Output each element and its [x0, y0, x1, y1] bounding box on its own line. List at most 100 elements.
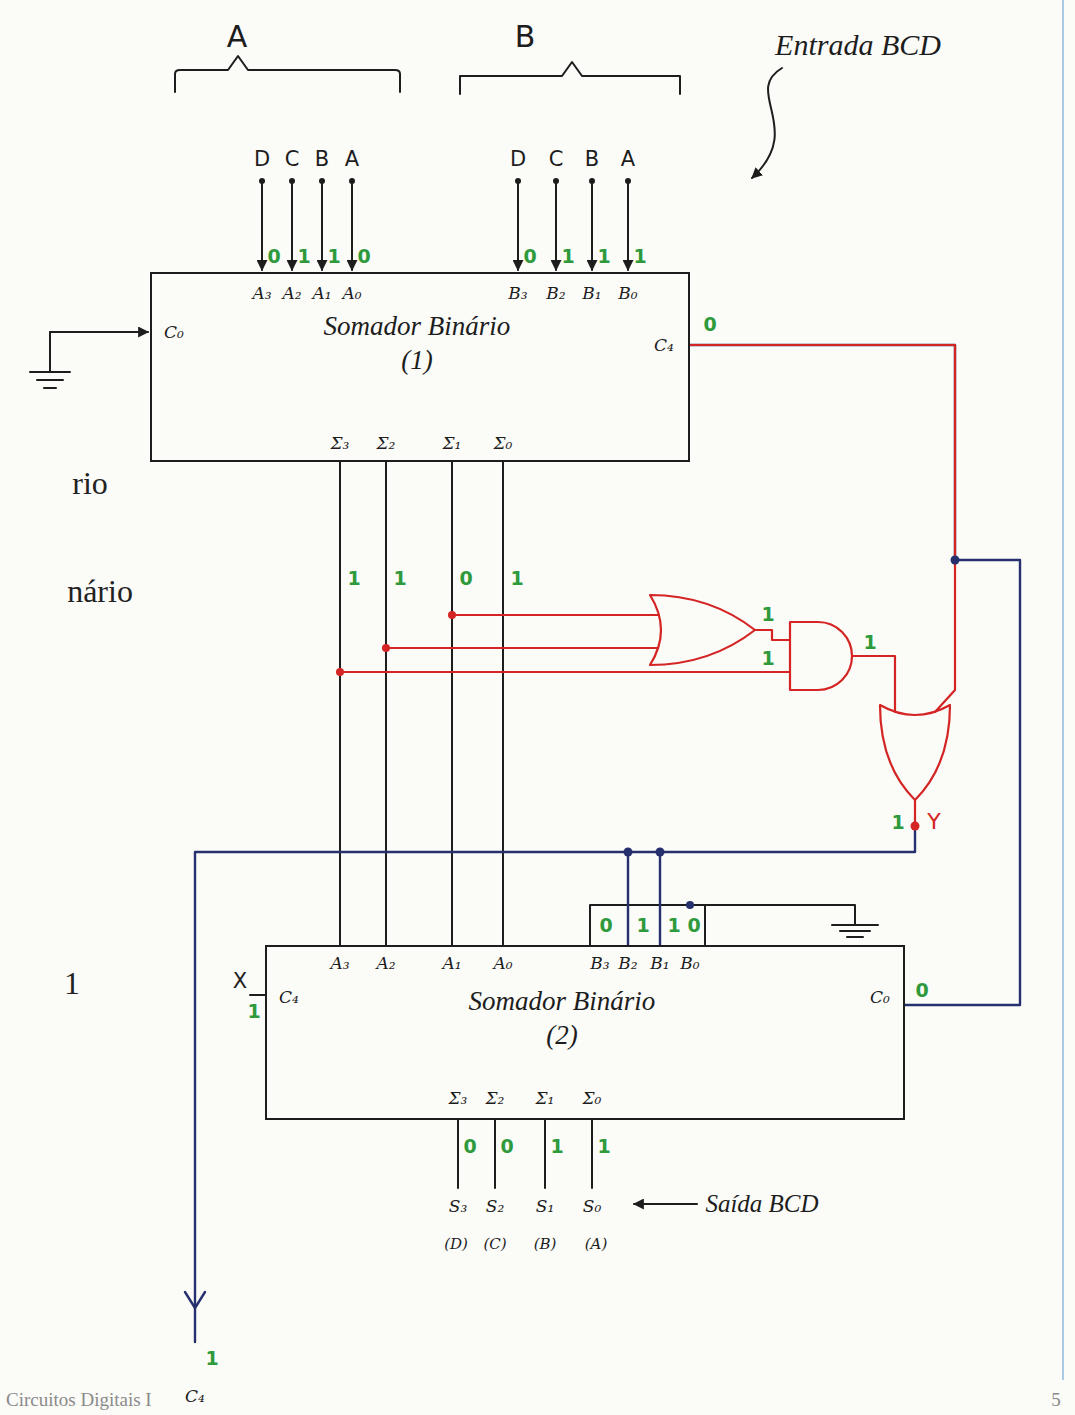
- footer-text: 5: [1051, 1390, 1061, 1411]
- pin-name: A₀: [342, 284, 361, 303]
- pin-name: C₄: [654, 336, 674, 355]
- callout-arrow: [752, 68, 782, 178]
- bit-value: 0: [523, 246, 536, 267]
- bit-value: 1: [345, 568, 362, 589]
- callout-arrow: [634, 1203, 697, 1205]
- footer-text: Circuitos Digitais I: [6, 1390, 152, 1411]
- carry-wire: [195, 826, 915, 1342]
- output-wire: [544, 1120, 546, 1188]
- correction-wire: [659, 852, 661, 945]
- pin-name: B₂: [546, 284, 565, 303]
- pin-name: Σ₀: [494, 434, 513, 453]
- signal-name: A: [621, 148, 635, 171]
- bit-value: 1: [597, 246, 610, 267]
- signal-name: B: [315, 148, 329, 171]
- junction-dot: [656, 848, 665, 857]
- output-wire: [591, 1120, 593, 1188]
- junction-dot: [951, 556, 960, 565]
- carry-arrow: [185, 1292, 205, 1308]
- adder-title: Somador Binário (1): [319, 310, 515, 378]
- signal-name: C: [549, 148, 564, 171]
- input-arrow: [517, 182, 519, 270]
- pin-name: C₄: [279, 988, 299, 1007]
- bit-value: 1: [633, 246, 646, 267]
- pin-name: C₄: [185, 1387, 205, 1406]
- signal-name: C: [285, 148, 300, 171]
- ground-symbol: [30, 332, 70, 388]
- junction-dot: [624, 848, 633, 857]
- input-arrow: [591, 182, 593, 270]
- bit-value: 0: [267, 246, 280, 267]
- input-arrow: [351, 182, 353, 270]
- bit-value: 1: [597, 1136, 610, 1157]
- pin-name: A₂: [376, 954, 395, 973]
- bit-value: 1: [761, 604, 774, 625]
- pin-name: (C): [483, 1236, 506, 1253]
- pin-name: S₂: [486, 1197, 504, 1216]
- bit-value: 0: [687, 915, 700, 936]
- signal-name: X: [233, 970, 247, 993]
- pin-name: B₃: [508, 284, 527, 303]
- signal-name: B: [585, 148, 599, 171]
- input-arrow: [627, 182, 629, 270]
- sum-wire: [385, 462, 387, 945]
- pin-name: S₃: [449, 1197, 467, 1216]
- bit-value: 0: [357, 246, 370, 267]
- sum-wire: [502, 462, 504, 945]
- slide-text: 1: [64, 966, 80, 1001]
- tap-wire: [386, 647, 658, 649]
- signal-name: D: [510, 148, 526, 171]
- pin-name: B₃: [590, 954, 609, 973]
- bit-value: 1: [863, 632, 876, 653]
- pin-name: Σ₃: [449, 1089, 468, 1108]
- gate-wire: [755, 630, 790, 640]
- pin-name: A₁: [442, 954, 461, 973]
- pin-name: A₂: [282, 284, 301, 303]
- junction-dot: [448, 611, 456, 619]
- slide-text: nário: [67, 574, 133, 609]
- or-gate-symbol: [650, 595, 755, 665]
- tap-wire: [340, 671, 790, 673]
- input-arrow: [261, 182, 263, 270]
- bit-value: 0: [599, 915, 612, 936]
- group-label: A: [227, 20, 248, 53]
- bit-value: 0: [703, 314, 716, 335]
- input-dot: [349, 178, 355, 184]
- bit-value: 1: [327, 246, 340, 267]
- input-dot: [289, 178, 295, 184]
- pin-name: (B): [534, 1236, 557, 1253]
- input-dot: [259, 178, 265, 184]
- pin-name: S₀: [583, 1197, 601, 1216]
- bit-value: 1: [391, 568, 408, 589]
- signal-name: Y: [927, 810, 940, 834]
- ground-wire: [50, 331, 148, 333]
- bit-value: 1: [550, 1136, 563, 1157]
- input-dot: [553, 178, 559, 184]
- input-arrow: [291, 182, 293, 270]
- junction-dot: [911, 822, 920, 831]
- tap-wire: [452, 614, 659, 616]
- sum-wire: [339, 462, 341, 945]
- bit-bracket: [590, 905, 705, 945]
- junction-dot: [382, 644, 390, 652]
- junction-dot: [686, 901, 694, 909]
- pin-name: S₁: [536, 1197, 554, 1216]
- pin-name: A₃: [252, 284, 271, 303]
- pin-name: B₀: [618, 284, 637, 303]
- note-text: Entrada BCD: [775, 28, 941, 61]
- input-bracket: [175, 56, 400, 92]
- pin-name: A₀: [493, 954, 512, 973]
- output-wire: [494, 1120, 496, 1188]
- pin-name: B₂: [618, 954, 637, 973]
- pin-name: Σ₂: [377, 434, 396, 453]
- bit-value: 0: [500, 1136, 513, 1157]
- junction-dot: [336, 668, 344, 676]
- bit-value: 0: [457, 568, 474, 589]
- input-arrow: [321, 182, 323, 270]
- paper-edge: [1062, 0, 1064, 1380]
- or-gate-symbol: [880, 705, 950, 800]
- pin-name: B₁: [650, 954, 669, 973]
- pin-name: C₀: [164, 323, 184, 342]
- group-label: B: [515, 20, 536, 53]
